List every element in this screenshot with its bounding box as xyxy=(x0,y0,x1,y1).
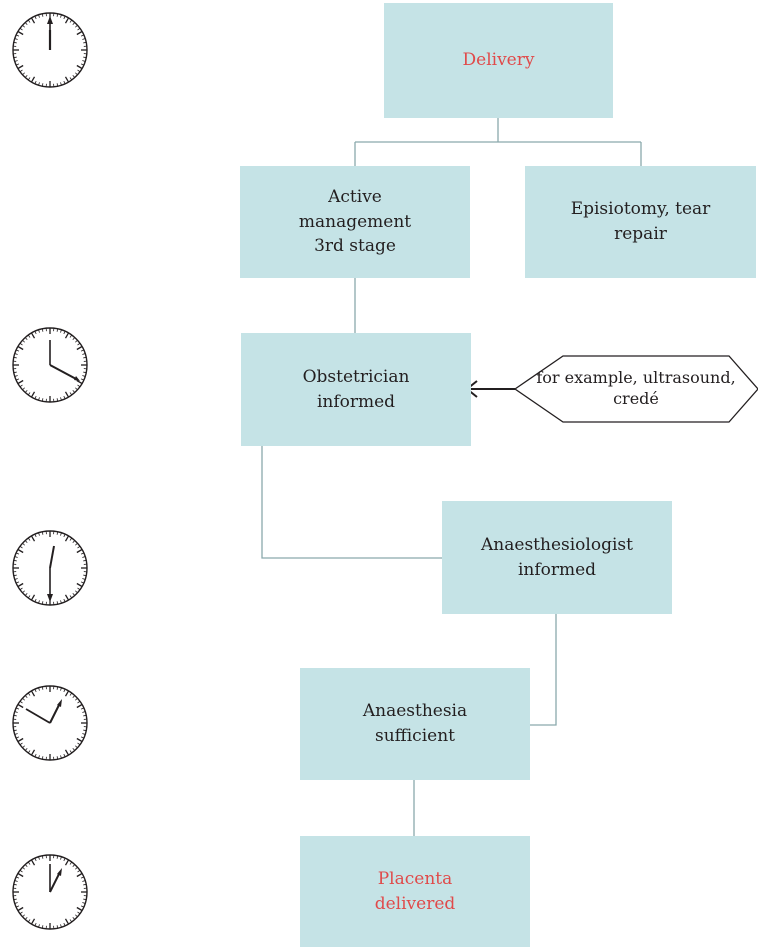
node-anaesthesia-line-1: Anaesthesia xyxy=(362,701,468,722)
clock-icon xyxy=(12,530,88,606)
node-active-management-line-2: management xyxy=(298,211,412,232)
node-obstetrician-line-1: Obstetrician xyxy=(302,366,410,387)
node-active-management-line-1: Active xyxy=(328,187,382,208)
node-anaesthesiologist: Anaesthesiologist informed xyxy=(442,501,672,614)
node-obstetrician-line-2: informed xyxy=(316,391,396,412)
node-placenta-line-1: Placenta xyxy=(377,868,453,889)
node-anaesthesia: Anaesthesia sufficient xyxy=(300,668,530,780)
note-line-2: credé xyxy=(613,389,659,408)
node-delivery-label: Delivery xyxy=(462,50,535,71)
clock-icon xyxy=(12,854,88,930)
note-line-1: for example, ultrasound, xyxy=(536,368,736,388)
node-anaesthesiologist-line-1: Anaesthesiologist xyxy=(481,534,633,555)
node-obstetrician: Obstetrician informed xyxy=(241,333,471,446)
node-episiotomy-line-2: repair xyxy=(614,224,667,244)
note-text: for example, ultrasound, credé xyxy=(517,358,755,420)
node-anaesthesiologist-line-2: informed xyxy=(517,559,597,580)
node-episiotomy-line-1: Episiotomy, tear xyxy=(570,199,711,220)
clock-icon xyxy=(12,12,88,88)
node-placenta-line-2: delivered xyxy=(374,893,456,914)
node-delivery: Delivery xyxy=(384,3,613,118)
node-anaesthesia-line-2: sufficient xyxy=(374,726,455,746)
clock-icon xyxy=(12,327,88,403)
note-hexagon xyxy=(513,355,758,423)
node-placenta: Placenta delivered xyxy=(300,836,530,947)
node-active-management: Active management 3rd stage xyxy=(240,166,470,278)
node-episiotomy: Episiotomy, tear repair xyxy=(525,166,756,278)
clock-icon xyxy=(12,685,88,761)
node-active-management-line-3: 3rd stage xyxy=(314,236,396,257)
